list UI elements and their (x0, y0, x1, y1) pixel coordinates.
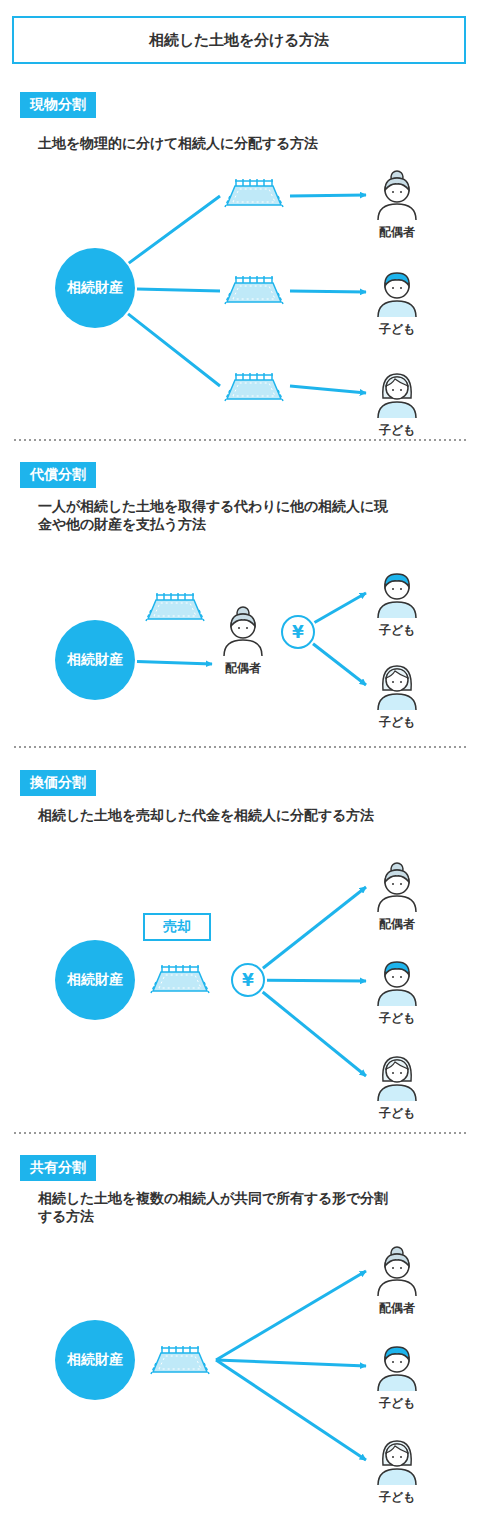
description-text: 相続した土地を複数の相続人が共同で所有する形で分割する方法 (38, 1190, 388, 1224)
heir-figure-text: 子ども (359, 622, 435, 639)
heir-figure: 子ども (369, 1051, 425, 1121)
description-text: 一人が相続した土地を取得する代わりに他の相続人に現金や他の財産を支払う方法 (38, 498, 388, 532)
estate-circle: 相続財産 (55, 940, 135, 1020)
arrow-connector (315, 593, 367, 623)
estate-circle-text: 相続財産 (67, 279, 123, 297)
section-description: 相続した土地を複数の相続人が共同で所有する形で分割する方法 (38, 1189, 398, 1225)
section-band-text: 現物分割 (30, 96, 86, 112)
yen-circle-text: ¥ (292, 622, 304, 642)
section-band: 共有分割 (20, 1155, 96, 1181)
heir-figure-text: 子ども (359, 1489, 435, 1506)
heir-figure-text: 配偶者 (359, 1300, 435, 1317)
heir-figure-text: 子ども (359, 1105, 435, 1122)
heir-figure: 子ども (369, 267, 425, 337)
heir-figure: 配偶者 (369, 1246, 425, 1316)
arrow-connector (137, 289, 366, 292)
heir-figure: 配偶者 (369, 170, 425, 240)
arrow-connector (216, 1360, 366, 1366)
section-band: 現物分割 (20, 92, 96, 118)
estate-circle: 相続財産 (55, 1320, 135, 1400)
arrow-connector (129, 195, 366, 263)
estate-circle-text: 相続財産 (67, 651, 123, 669)
person-icon (224, 171, 416, 1485)
heir-figure: 配偶者 (369, 862, 425, 932)
estate-circle-text: 相続財産 (67, 1351, 123, 1369)
heir-figure: 子ども (369, 568, 425, 638)
heir-figure-text: 配偶者 (359, 916, 435, 933)
heir-figure: 子ども (369, 1435, 425, 1505)
estate-circle: 相続財産 (55, 620, 135, 700)
section-band: 代償分割 (20, 462, 96, 488)
section-band-text: 換価分割 (30, 774, 86, 790)
heir-figure-text: 配偶者 (359, 224, 435, 241)
heir-figure: 配偶者 (215, 606, 271, 676)
section-description: 土地を物理的に分けて相続人に分配する方法 (38, 134, 398, 152)
arrow-connector (216, 1360, 366, 1460)
arrow-connector (128, 314, 366, 393)
heir-figure-text: 子ども (359, 1010, 435, 1027)
description-text: 相続した土地を売却した代金を相続人に分配する方法 (38, 807, 374, 823)
section-description: 相続した土地を売却した代金を相続人に分配する方法 (38, 806, 398, 824)
title-text: 相続した土地を分ける方法 (149, 31, 329, 50)
heir-figure: 子ども (369, 368, 425, 438)
section-description: 一人が相続した土地を取得する代わりに他の相続人に現金や他の財産を支払う方法 (38, 497, 398, 533)
estate-circle-text: 相続財産 (67, 971, 123, 989)
yen-circle: ¥ (281, 615, 315, 649)
heir-figure: 子ども (369, 660, 425, 730)
heir-figure: 子ども (369, 956, 425, 1026)
arrow-connector (263, 887, 366, 968)
sale-box: 売却 (143, 913, 211, 941)
sale-box-text: 売却 (163, 918, 191, 934)
yen-circle: ¥ (231, 963, 265, 997)
section-band: 換価分割 (20, 770, 96, 796)
yen-circle-text: ¥ (242, 970, 254, 990)
heir-figure-text: 子ども (359, 1395, 435, 1412)
section-band-text: 共有分割 (30, 1159, 86, 1175)
heir-figure: 子ども (369, 1341, 425, 1411)
heir-figure-text: 子ども (359, 422, 435, 439)
separator (14, 440, 466, 1133)
title-box: 相続した土地を分ける方法 (12, 16, 466, 64)
arrow-connector (313, 644, 366, 685)
arrow-connector (263, 992, 366, 1076)
arrow-connector (216, 1271, 366, 1360)
estate-circle: 相続財産 (55, 248, 135, 328)
heir-figure-text: 子ども (359, 714, 435, 731)
heir-figure-text: 配偶者 (205, 660, 281, 677)
description-text: 土地を物理的に分けて相続人に分配する方法 (38, 135, 318, 151)
section-band-text: 代償分割 (30, 466, 86, 482)
arrow-connector (267, 979, 366, 983)
heir-figure-text: 子ども (359, 321, 435, 338)
arrow-connector (137, 661, 212, 664)
